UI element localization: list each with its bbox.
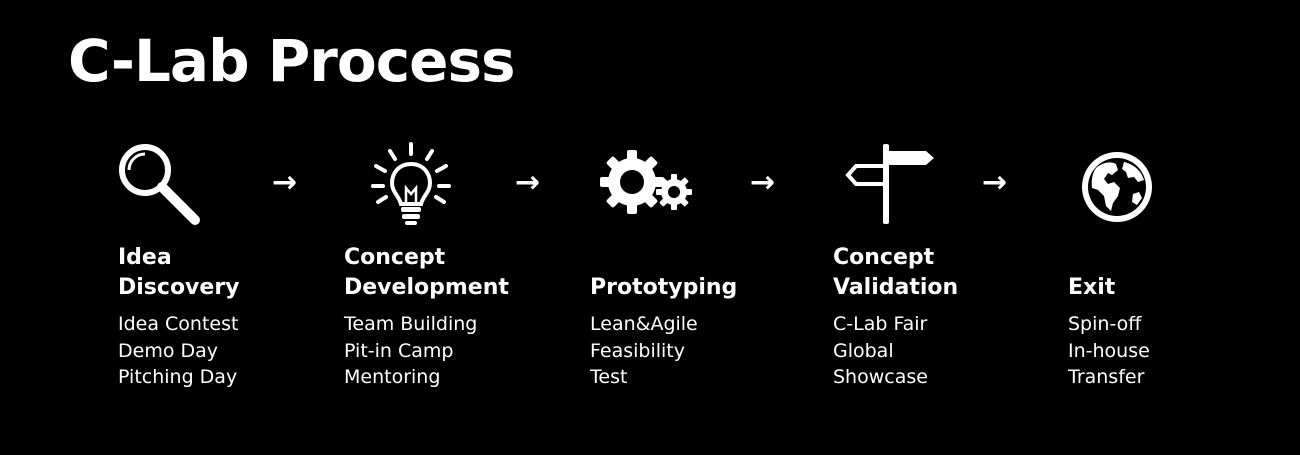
stage-prototyping: Prototyping Lean&Agile Feasibility Test: [590, 243, 737, 391]
globe-icon: [1082, 152, 1152, 222]
stage-heading: Exit: [1068, 243, 1150, 303]
stage-item: Global: [833, 339, 894, 362]
stage-heading-line: Development: [344, 275, 509, 300]
stage-item: In-house: [1068, 339, 1150, 362]
stage-item: Pitching Day: [118, 366, 238, 388]
stage-heading-line: Discovery: [118, 275, 240, 300]
stage-item: Lean&Agile: [590, 313, 698, 335]
stage-item: Demo Day: [118, 339, 219, 362]
stage-item: Mentoring: [344, 366, 441, 388]
stage-heading-line: Concept: [833, 245, 935, 270]
stage-heading-line: Exit: [1068, 275, 1116, 300]
stage-heading-line: Prototyping: [590, 275, 738, 300]
stage-idea-discovery: Idea Discovery Idea Contest Demo Day Pit…: [118, 243, 240, 391]
stage-items: Spin-off In-house Transfer: [1068, 311, 1150, 391]
stage-items: Lean&Agile Feasibility Test: [590, 311, 737, 391]
stage-heading: Concept Development: [344, 243, 509, 303]
stage-heading: Idea Discovery: [118, 243, 240, 303]
stage-item: Transfer: [1068, 366, 1145, 388]
stage-items: Idea Contest Demo Day Pitching Day: [118, 311, 240, 391]
stage-item: Spin-off: [1068, 313, 1142, 335]
lightbulb-icon: [371, 142, 451, 225]
process-arrow: →: [750, 165, 776, 200]
stage-item: Idea Contest: [118, 313, 239, 335]
stage-concept-development: Concept Development Team Building Pit-in…: [344, 243, 509, 391]
stage-items: C-Lab Fair Global Showcase: [833, 311, 958, 391]
stage-heading: Prototyping: [590, 243, 737, 303]
stage-item: C-Lab Fair: [833, 313, 928, 335]
stage-items: Team Building Pit-in Camp Mentoring: [344, 311, 509, 391]
stage-item: Team Building: [344, 313, 478, 335]
process-arrow: →: [982, 165, 1008, 200]
stage-item: Showcase: [833, 366, 928, 388]
stage-item: Feasibility: [590, 339, 685, 362]
stage-exit: Exit Spin-off In-house Transfer: [1068, 243, 1150, 391]
process-arrow: →: [272, 165, 298, 200]
stage-heading-line: Validation: [833, 275, 959, 300]
stage-item: Test: [590, 366, 628, 388]
stage-heading-line: Concept: [344, 245, 446, 270]
page-title: C-Lab Process: [68, 27, 515, 95]
signpost-icon: [845, 144, 934, 224]
process-arrow: →: [515, 165, 541, 200]
magnifier-icon: [119, 144, 200, 225]
stage-heading-line: Idea: [118, 245, 172, 270]
stage-concept-validation: Concept Validation C-Lab Fair Global Sho…: [833, 243, 958, 391]
stage-heading: Concept Validation: [833, 243, 958, 303]
gears-icon: [600, 150, 692, 214]
stage-item: Pit-in Camp: [344, 339, 454, 362]
